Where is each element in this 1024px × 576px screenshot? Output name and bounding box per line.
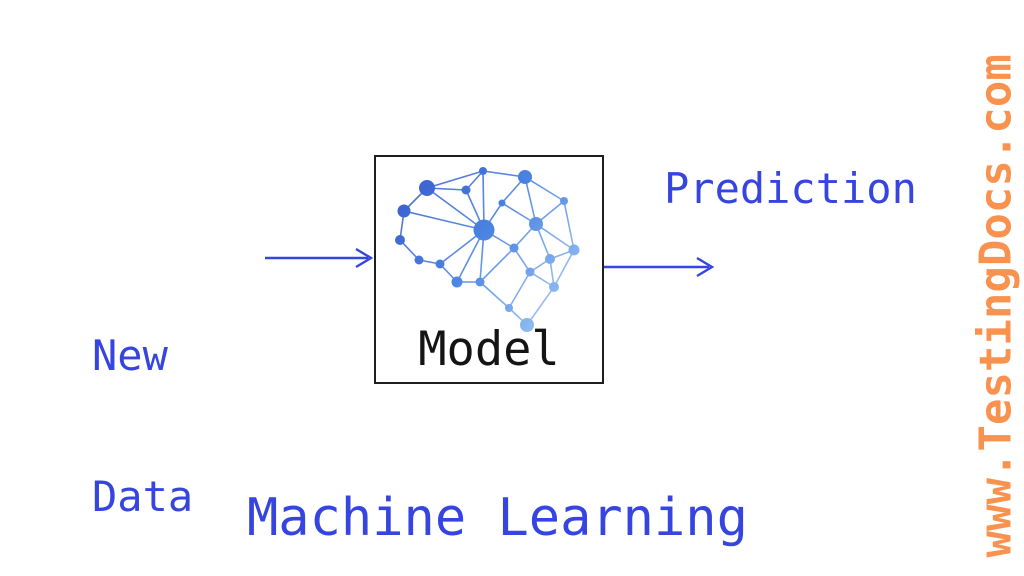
- input-data-line-1: New: [92, 331, 168, 380]
- brain-network-icon: [395, 167, 580, 332]
- model-label: Model: [418, 322, 560, 377]
- input-data-label: New Data: [92, 238, 193, 576]
- model-box: Model: [374, 155, 604, 384]
- output-arrow-icon: [604, 256, 715, 278]
- diagram-title: Machine Learning: [247, 488, 748, 548]
- output-label: Prediction: [664, 164, 917, 213]
- watermark-url: www.TestingDocs.com: [970, 54, 1022, 558]
- input-data-line-2: Data: [92, 472, 194, 521]
- input-arrow-icon: [265, 247, 374, 269]
